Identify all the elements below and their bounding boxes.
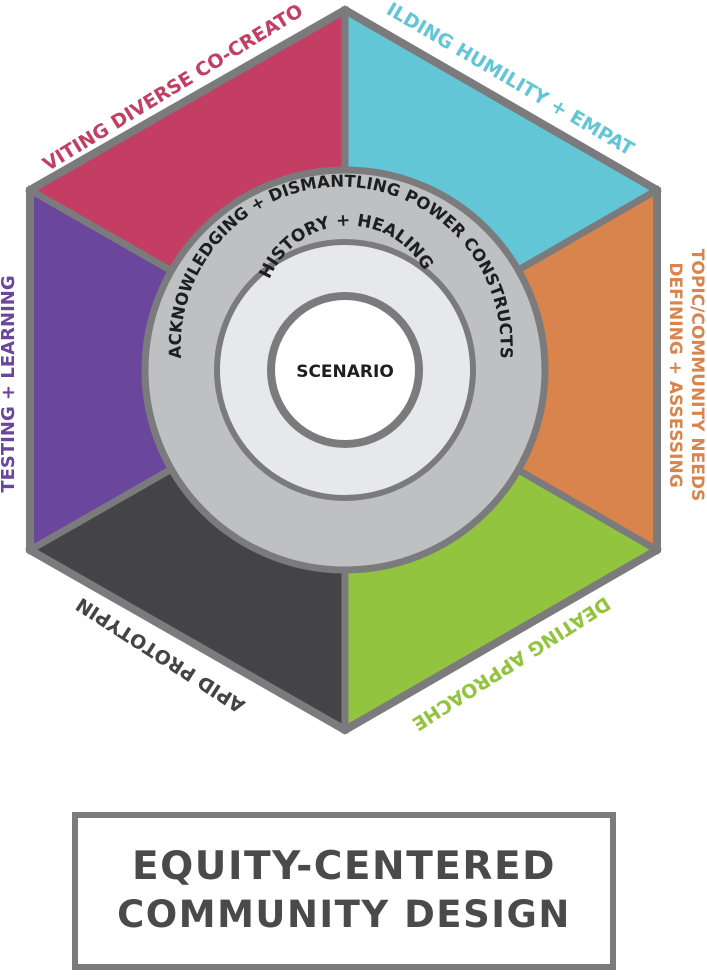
title-box: EQUITY-CENTERED COMMUNITY DESIGN — [72, 812, 616, 970]
title-line-2: COMMUNITY DESIGN — [117, 893, 571, 936]
label-testing: TESTING + LEARNING — [0, 275, 19, 492]
design-process-hexagon: INVITING DIVERSE CO-CREATORS BUILDING HU… — [0, 0, 707, 735]
hexagon-border — [26, 5, 661, 735]
label-defining-line1: DEFINING + ASSESSING — [665, 262, 685, 487]
center-label: SCENARIO — [296, 362, 394, 382]
label-defining-line2: TOPIC/COMMUNITY NEEDS — [687, 249, 707, 501]
center-scenario — [267, 292, 423, 448]
title-line-1: EQUITY-CENTERED — [132, 844, 556, 889]
